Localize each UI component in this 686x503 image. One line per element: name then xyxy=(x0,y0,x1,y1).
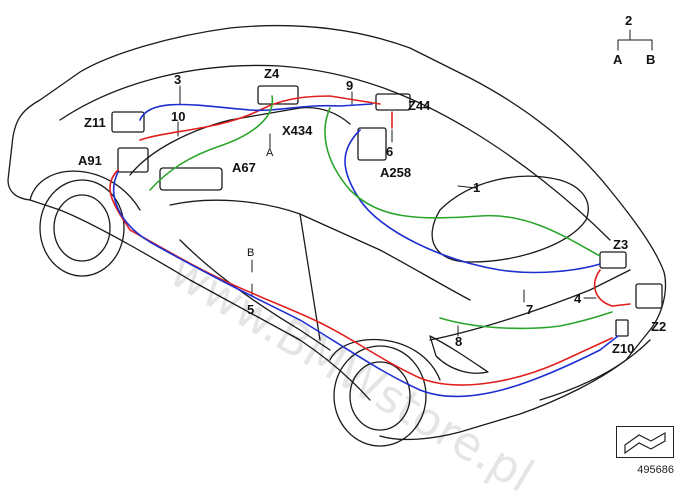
legend-root-label: 2 xyxy=(625,13,633,28)
callout-4: 4 xyxy=(574,291,582,306)
comp-z10 xyxy=(615,319,629,337)
callout-z2: Z2 xyxy=(651,319,667,334)
comp-z44 xyxy=(375,93,411,111)
wire-red xyxy=(109,95,631,386)
comp-z2 xyxy=(635,283,663,309)
callout-z4: Z4 xyxy=(264,66,280,81)
windshield xyxy=(129,106,351,176)
callout-z44: Z44 xyxy=(408,98,431,113)
trunk-line xyxy=(429,269,631,341)
rear-window xyxy=(431,175,589,263)
wiring-diagram: www.BMWstore.pl 2 A B 3 Z4 9 Z44 Z11 10 … xyxy=(7,13,674,503)
comp-a91 xyxy=(117,147,149,173)
comp-z11 xyxy=(111,111,145,133)
callout-10: 10 xyxy=(171,109,186,124)
callout-6: 6 xyxy=(386,144,394,159)
side-window xyxy=(169,199,471,301)
front-wheel-inner xyxy=(53,194,111,262)
rear-wheel-inner xyxy=(349,361,411,431)
reference-symbol-box xyxy=(616,426,674,458)
callout-x434: X434 xyxy=(282,123,313,138)
front-wheel-arch xyxy=(29,170,141,211)
legend-branch-b: B xyxy=(646,52,656,67)
callout-a258: A258 xyxy=(380,165,412,180)
rear-wheel-arch xyxy=(329,338,441,381)
comp-z3 xyxy=(599,251,627,269)
callout-9: 9 xyxy=(346,78,354,93)
callout-z10: Z10 xyxy=(612,341,635,356)
callout-b: B xyxy=(247,247,255,259)
rear-wheel xyxy=(333,345,427,447)
reference-number: 495686 xyxy=(637,464,674,476)
callout-z3: Z3 xyxy=(613,237,629,252)
comp-a258 xyxy=(357,127,387,161)
arrow-symbol-icon xyxy=(624,431,666,455)
tail-light xyxy=(429,335,489,374)
wire-green xyxy=(149,95,613,330)
callout-8: 8 xyxy=(455,334,463,349)
car-body-outline xyxy=(11,24,667,441)
callout-a: A xyxy=(266,147,274,159)
car-lower-edge xyxy=(7,144,371,401)
car-outline-drawing xyxy=(7,24,667,447)
callout-a91: A91 xyxy=(78,153,102,168)
callout-a67: A67 xyxy=(232,160,256,175)
door-line-2 xyxy=(299,213,321,341)
callout-5: 5 xyxy=(247,302,255,317)
wire-blue xyxy=(113,103,619,398)
comp-z4 xyxy=(257,85,299,105)
legend-branch-a: A xyxy=(613,52,623,67)
callout-z11: Z11 xyxy=(84,115,106,130)
roof-line xyxy=(59,64,611,241)
callout-3: 3 xyxy=(174,72,182,87)
bumper-line xyxy=(539,339,651,401)
callout-7: 7 xyxy=(526,302,534,317)
leaders xyxy=(177,29,653,337)
front-wheel xyxy=(39,179,125,277)
callout-1: 1 xyxy=(473,180,481,195)
